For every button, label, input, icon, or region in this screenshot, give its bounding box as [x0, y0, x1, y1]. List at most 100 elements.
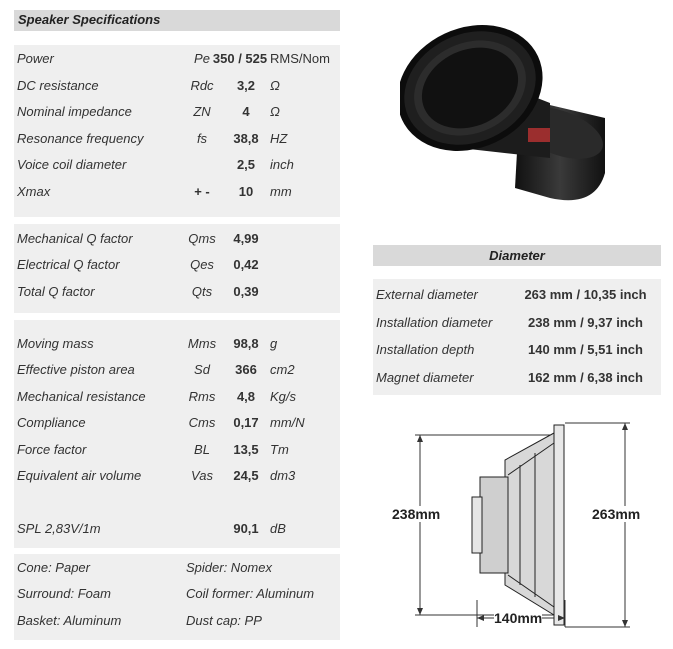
diameter-title: Diameter: [489, 248, 545, 263]
spec-unit: inch: [270, 157, 294, 172]
diameter-label: Installation depth: [376, 342, 475, 357]
spec-label: Power: [17, 51, 54, 66]
spec-value: 0,42: [233, 257, 259, 272]
diameter-value: 263 mm / 10,35 inch: [524, 287, 647, 302]
spec-symbol: Sd: [194, 362, 210, 377]
diameter-row-magnet: Magnet diameter 162 mm / 6,38 inch: [373, 364, 660, 392]
diameter-table: Diameter External diameter 263 mm / 10,3…: [373, 245, 661, 395]
spec-symbol: Pe: [194, 51, 210, 66]
spec-unit: dB: [270, 521, 286, 536]
spec-row-qts: Total Q factor Qts 0,39: [14, 279, 337, 305]
diameter-value: 140 mm / 5,51 inch: [528, 342, 643, 357]
spec-row-dc-resistance: DC resistance Rdc 3,2 Ω: [14, 73, 337, 99]
spec-label: SPL 2,83V/1m: [17, 521, 101, 536]
diameter-header: Diameter: [373, 245, 661, 266]
dimension-238-label: 238mm: [392, 506, 441, 522]
dimension-drawing: 238mm 263mm 140mm: [380, 415, 670, 640]
spec-table-header: Speaker Specifications: [14, 10, 340, 31]
spec-value: 90,1: [233, 521, 259, 536]
spec-value: 350 / 525: [212, 51, 268, 66]
spec-symbol: Rms: [188, 389, 216, 404]
material-basket: Basket: Aluminum: [17, 613, 122, 628]
diameter-value: 162 mm / 6,38 inch: [528, 370, 643, 385]
spec-label: Total Q factor: [17, 284, 95, 299]
dimension-263-label: 263mm: [592, 506, 641, 522]
spec-group-mechanical: Moving mass Mms 98,8 g Effective piston …: [14, 320, 340, 548]
spec-value: 2,5: [236, 157, 256, 172]
spec-symbol: Mms: [187, 336, 217, 351]
spec-unit: Tm: [270, 442, 289, 457]
spec-symbol: Qes: [190, 257, 214, 272]
spec-symbol: Qms: [188, 231, 216, 246]
spec-value: 0,39: [233, 284, 259, 299]
spec-group-q-factors: Mechanical Q factor Qms 4,99 Electrical …: [14, 224, 340, 313]
spec-unit: Kg/s: [270, 389, 297, 404]
material-cone: Cone: Paper: [17, 560, 90, 575]
spec-unit: mm: [270, 184, 292, 199]
spec-row-qms: Mechanical Q factor Qms 4,99: [14, 226, 337, 252]
spec-symbol: fs: [196, 131, 208, 146]
spec-label: Effective piston area: [17, 362, 135, 377]
material-dust-cap: Dust cap: PP: [186, 613, 262, 628]
spec-label: Voice coil diameter: [17, 157, 127, 172]
spec-unit: mm/N: [270, 415, 305, 430]
spec-symbol: Qts: [191, 284, 213, 299]
spec-value: 24,5: [233, 468, 259, 483]
diameter-value: 238 mm / 9,37 inch: [528, 315, 643, 330]
spec-row-equivalent-air-volume: Equivalent air volume Vas 24,5 dm3: [14, 463, 337, 489]
material-spider: Spider: Nomex: [186, 560, 272, 575]
diameter-body: External diameter 263 mm / 10,35 inch In…: [373, 279, 661, 395]
spec-row-mechanical-resistance: Mechanical resistance Rms 4,8 Kg/s: [14, 384, 337, 410]
spec-label: DC resistance: [17, 78, 99, 93]
spec-row-qes: Electrical Q factor Qes 0,42: [14, 252, 337, 278]
diameter-row-depth: Installation depth 140 mm / 5,51 inch: [373, 336, 660, 364]
diameter-row-installation: Installation diameter 238 mm / 9,37 inch: [373, 309, 660, 337]
spec-value: 38,8: [233, 131, 259, 146]
spec-value: 10: [238, 184, 254, 199]
spec-row-voice-coil-diameter: Voice coil diameter 2,5 inch: [14, 152, 337, 178]
spec-unit: HZ: [270, 131, 288, 146]
spec-symbol: + -: [194, 184, 210, 199]
spec-unit: cm2: [270, 362, 295, 377]
spec-value: 4,8: [236, 389, 256, 404]
spec-value: 4: [242, 104, 250, 119]
spec-unit: dm3: [270, 468, 296, 483]
spec-value: 13,5: [233, 442, 259, 457]
spec-label: Compliance: [17, 415, 86, 430]
spec-row-compliance: Compliance Cms 0,17 mm/N: [14, 410, 337, 436]
spec-symbol: Vas: [191, 468, 213, 483]
spec-symbol: Cms: [188, 415, 216, 430]
spec-label: Moving mass: [17, 336, 94, 351]
spec-unit: Ω: [270, 78, 280, 93]
material-coil-former: Coil former: Aluminum: [186, 586, 315, 601]
spec-value: 3,2: [236, 78, 256, 93]
spec-unit: g: [270, 336, 278, 351]
spec-value: 366: [235, 362, 257, 377]
spec-symbol: Rdc: [190, 78, 214, 93]
speaker-photo: [397, 8, 610, 208]
spec-row-effective-piston-area: Effective piston area Sd 366 cm2: [14, 357, 337, 383]
spec-label: Mechanical resistance: [17, 389, 146, 404]
spec-unit: RMS/Nom: [270, 51, 330, 66]
materials-group: Cone: Paper Spider: Nomex Surround: Foam…: [14, 554, 340, 640]
spec-label: Equivalent air volume: [17, 468, 142, 483]
spec-row-force-factor: Force factor BL 13,5 Tm: [14, 437, 337, 463]
spec-row-resonance-frequency: Resonance frequency fs 38,8 HZ: [14, 126, 337, 152]
spec-value: 4,99: [233, 231, 259, 246]
spec-value: 0,17: [233, 415, 259, 430]
spec-symbol: BL: [194, 442, 210, 457]
spec-row-nominal-impedance: Nominal impedance ZN 4 Ω: [14, 99, 337, 125]
spec-label: Mechanical Q factor: [17, 231, 133, 246]
spec-symbol: ZN: [193, 104, 211, 119]
materials-row: Cone: Paper Spider: Nomex: [14, 554, 337, 581]
material-surround: Surround: Foam: [17, 586, 111, 601]
spec-label: Xmax: [17, 184, 51, 199]
spec-label: Resonance frequency: [17, 131, 144, 146]
spec-row-xmax: Xmax + - 10 mm: [14, 179, 337, 205]
diameter-row-external: External diameter 263 mm / 10,35 inch: [373, 281, 660, 309]
dimension-140-label: 140mm: [494, 610, 543, 626]
spec-row-spl: SPL 2,83V/1m 90,1 dB: [14, 516, 337, 542]
spec-group-electrical: Power Pe 350 / 525 RMS/Nom DC resistance…: [14, 45, 340, 217]
spec-label: Nominal impedance: [17, 104, 132, 119]
spec-row-power: Power Pe 350 / 525 RMS/Nom: [14, 46, 337, 72]
